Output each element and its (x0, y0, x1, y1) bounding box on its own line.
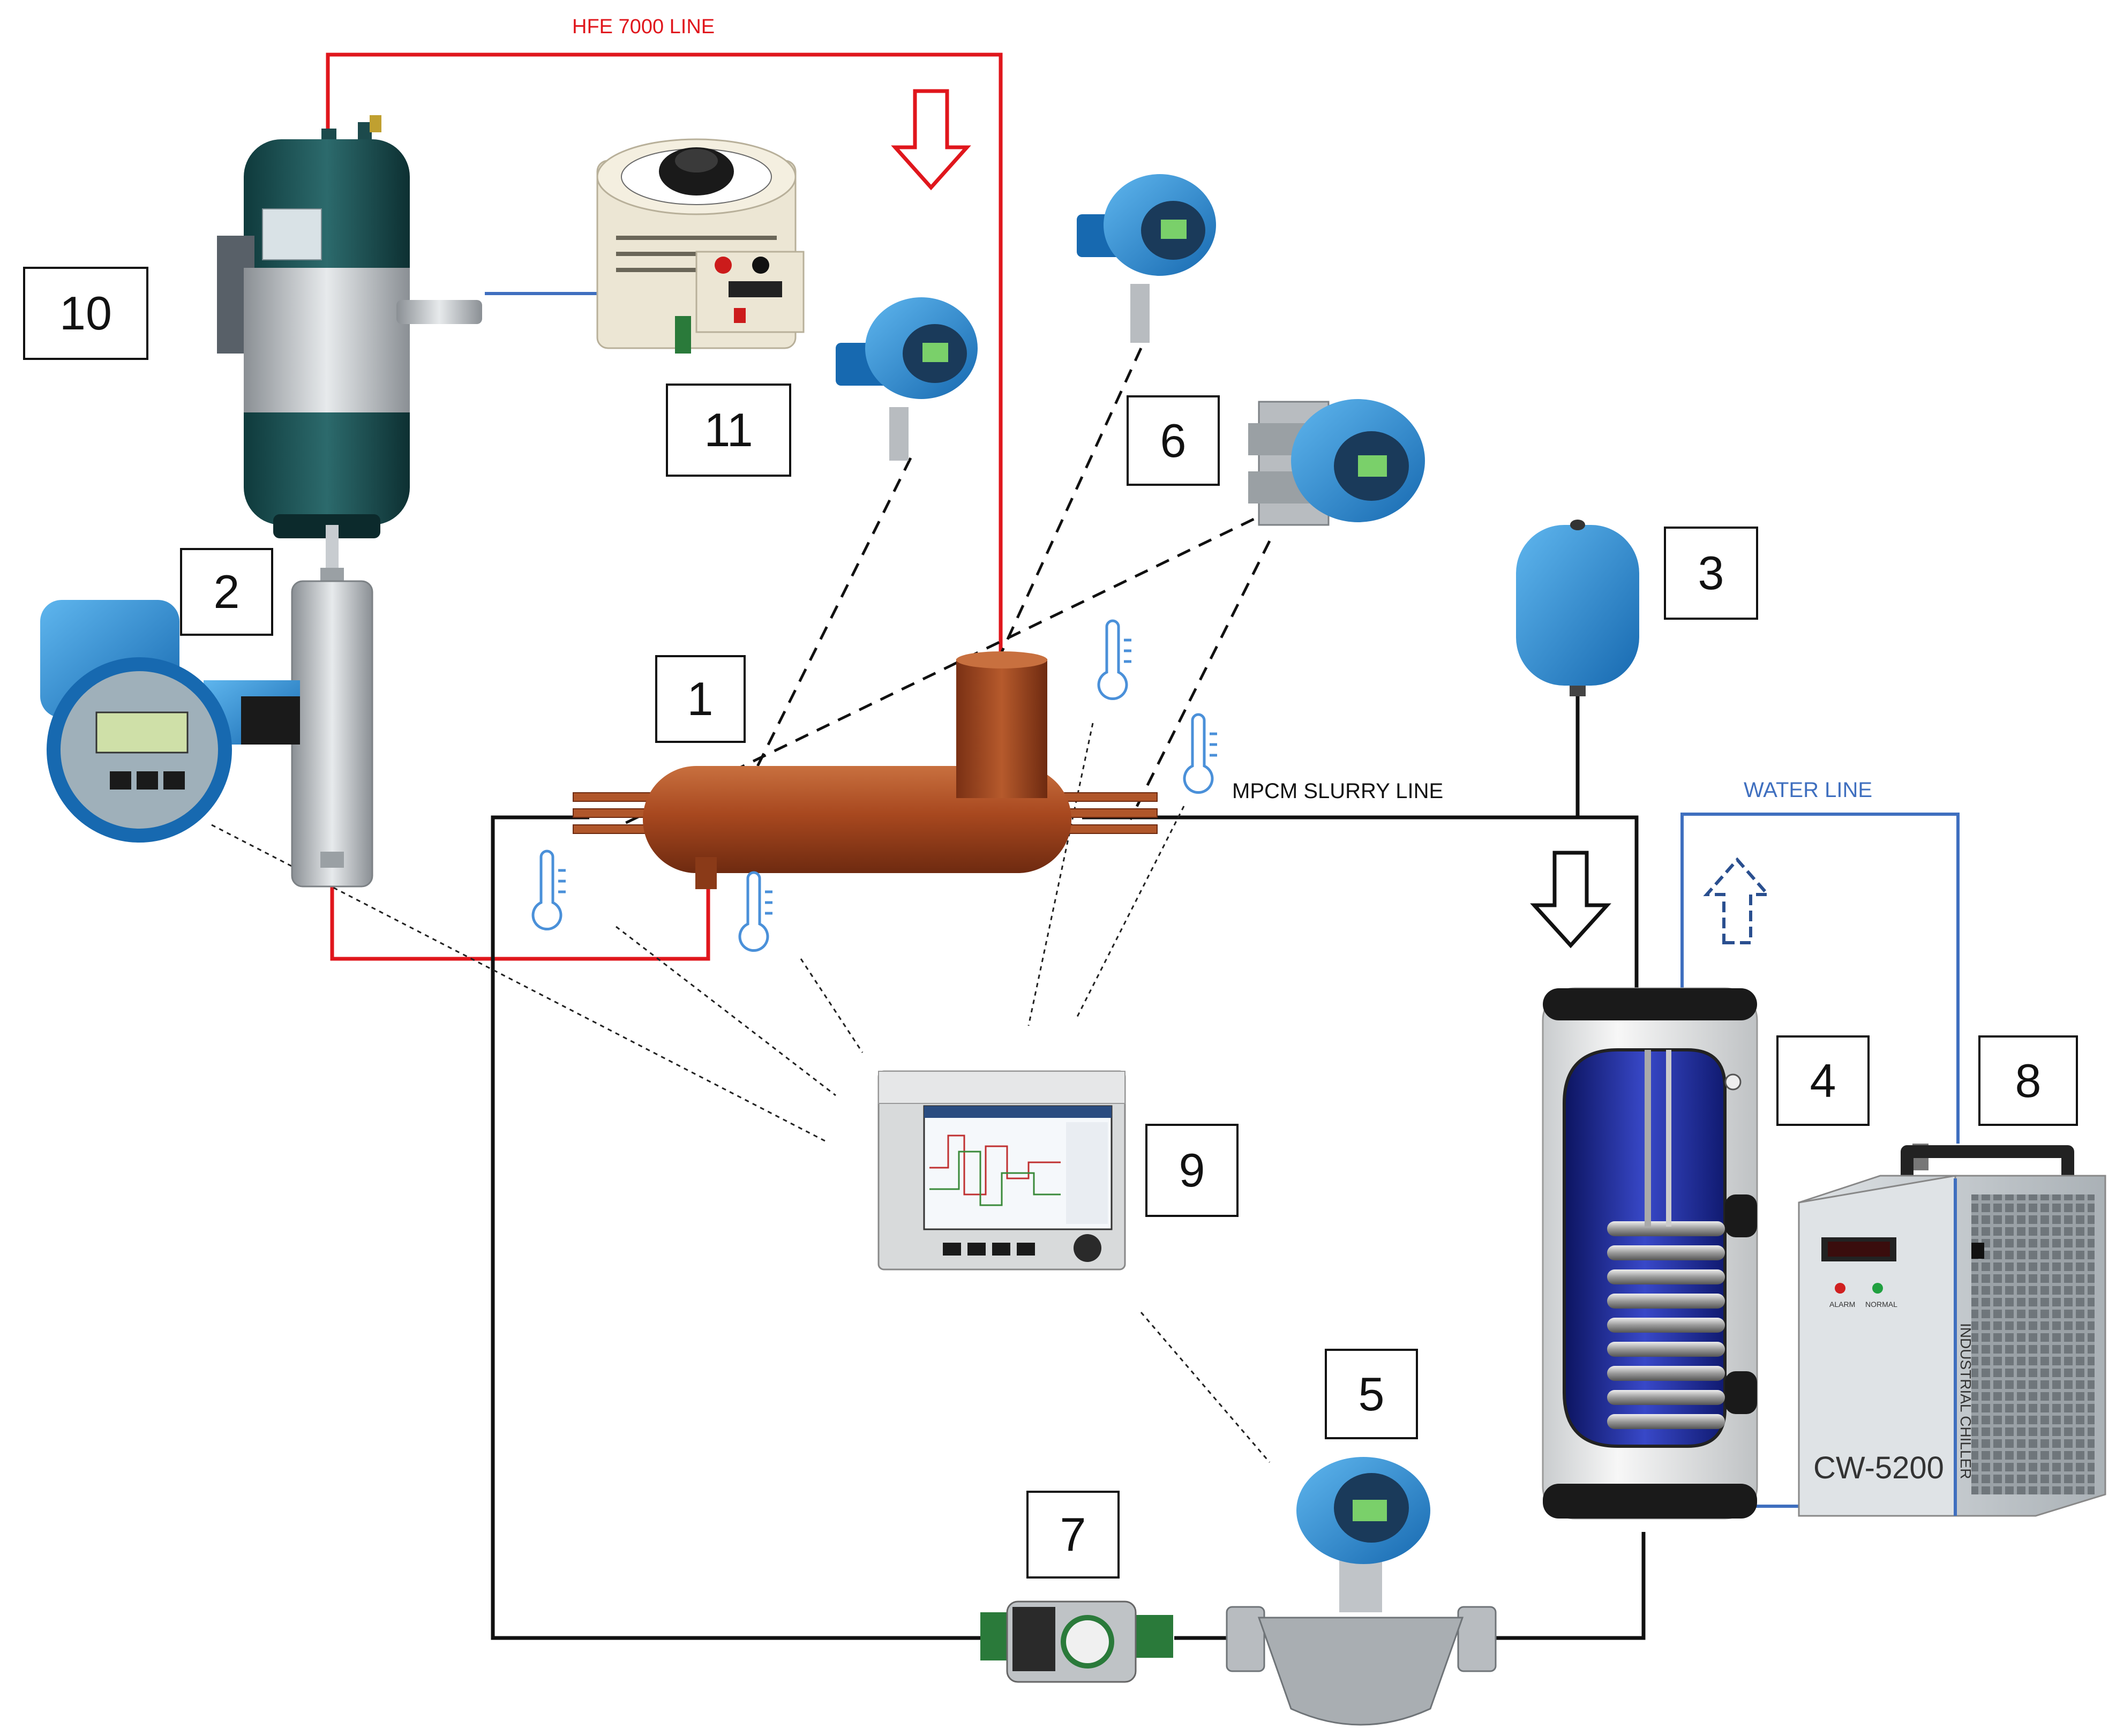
variac-transformer (596, 138, 805, 354)
slurry-line-label: MPCM SLURRY LINE (1232, 779, 1443, 803)
svg-text:2: 2 (214, 565, 240, 618)
thermometer-icon (531, 850, 566, 931)
flow-arrow-up-icon (1703, 857, 1772, 944)
signal-lines-dashed (615, 347, 1276, 885)
component-label-8: 8 (1978, 1035, 2078, 1126)
copper-heat-exchanger (573, 651, 1158, 889)
component-label-10: 10 (23, 267, 148, 360)
svg-text:10: 10 (59, 287, 112, 340)
component-label-4: 4 (1776, 1035, 1870, 1126)
mpcm-slurry-line (491, 696, 1646, 1640)
component-label-11: 11 (666, 384, 791, 477)
component-label-7: 7 (1026, 1491, 1120, 1579)
component-label-9: 9 (1145, 1124, 1239, 1217)
thermometer-icon (738, 871, 772, 952)
storage-tank (1542, 987, 1758, 1520)
thermometer-icon (1097, 619, 1131, 701)
svg-text:7: 7 (1060, 1508, 1086, 1561)
hfe-mass-flow-meter (40, 525, 373, 888)
pressure-transmitter (1077, 174, 1216, 343)
svg-text:6: 6 (1160, 414, 1187, 467)
chiller-normal-label: NORMAL (1865, 1300, 1897, 1309)
svg-text:11: 11 (704, 403, 753, 456)
component-label-1: 1 (655, 655, 746, 743)
flow-arrow-down-icon (1530, 851, 1611, 949)
chiller-alarm-label: ALARM (1829, 1300, 1855, 1309)
svg-text:5: 5 (1359, 1367, 1385, 1421)
component-label-2: 2 (180, 548, 273, 636)
svg-text:3: 3 (1698, 546, 1724, 599)
svg-text:9: 9 (1179, 1144, 1205, 1197)
flow-arrow-down-icon (891, 89, 971, 191)
thermometer-icon (1183, 713, 1217, 794)
svg-text:4: 4 (1810, 1054, 1836, 1107)
water-line (485, 292, 1960, 1508)
component-label-5: 5 (1325, 1349, 1418, 1439)
data-recorder (877, 1070, 1126, 1271)
chiller-side-label: INDUSTRIAL CHILLER (1957, 1323, 1974, 1479)
pressure-transmitter (836, 297, 978, 461)
industrial-chiller: ALARM NORMAL CW-5200 INDUSTRIAL CHILLER (1798, 1144, 2106, 1517)
hfe-line-label: HFE 7000 LINE (572, 16, 715, 38)
differential-pressure-transmitter (1248, 399, 1425, 526)
slurry-mass-flow-meter (1226, 1457, 1497, 1726)
component-label-6: 6 (1127, 395, 1220, 486)
water-line-label: WATER LINE (1744, 778, 1872, 802)
svg-text:1: 1 (687, 672, 714, 725)
chiller-model-label: CW-5200 (1813, 1451, 1944, 1485)
expansion-vessel (1516, 520, 1639, 696)
component-label-3: 3 (1664, 527, 1758, 620)
circulation-pump (980, 1600, 1173, 1683)
svg-text:8: 8 (2015, 1054, 2042, 1107)
hfe-reservoir-tank (217, 115, 482, 538)
